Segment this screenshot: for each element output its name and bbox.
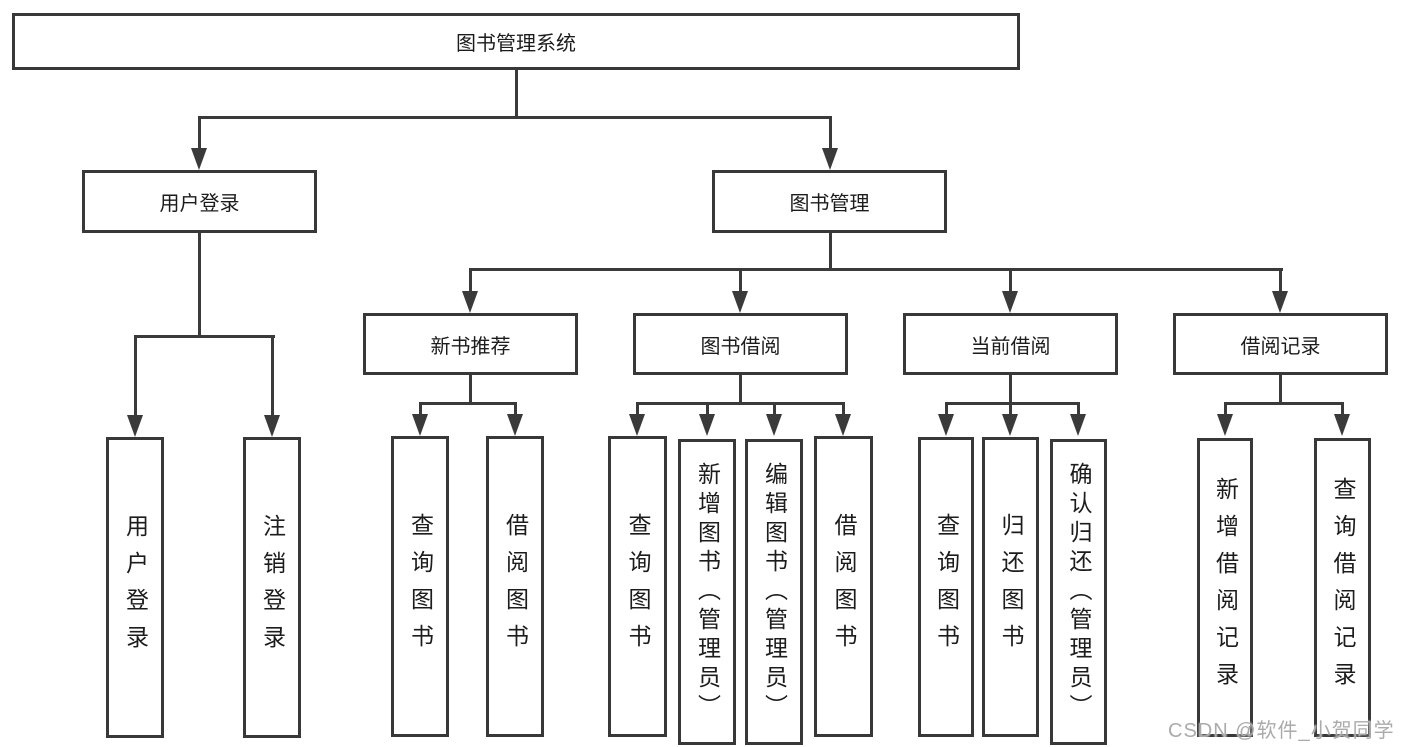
- connector-line: [739, 375, 742, 405]
- connector-line: [829, 233, 832, 270]
- arrow-down-icon: [699, 414, 715, 436]
- arrow-down-icon: [462, 291, 478, 313]
- node-book-management: 图书管理: [712, 170, 947, 233]
- arrow-down-icon: [191, 148, 207, 170]
- arrow-down-icon: [766, 414, 782, 436]
- connector-line: [469, 268, 472, 293]
- connector-line: [1009, 402, 1012, 416]
- arrow-down-icon: [629, 414, 645, 436]
- connector-line: [515, 70, 518, 118]
- connector-line: [945, 402, 1080, 405]
- leaf-logout: 注销登录: [243, 437, 301, 738]
- connector-line: [739, 268, 742, 293]
- connector-line: [198, 116, 201, 150]
- connector-line: [134, 335, 137, 417]
- leaf-nb-query-books: 查询图书: [391, 436, 449, 737]
- connector-line: [271, 335, 274, 417]
- arrow-down-icon: [1334, 414, 1350, 436]
- arrow-down-icon: [732, 291, 748, 313]
- connector-line: [1279, 375, 1282, 405]
- connector-line: [636, 402, 639, 416]
- arrow-down-icon: [1217, 414, 1233, 436]
- connector-line: [469, 268, 1283, 271]
- connector-line: [198, 233, 201, 337]
- watermark: CSDN @软件_小贺同学: [1168, 720, 1395, 742]
- connector-line: [1009, 268, 1012, 293]
- connector-line: [1279, 268, 1282, 293]
- node-root: 图书管理系统: [12, 13, 1020, 70]
- leaf-br-add-record: 新增借阅记录: [1197, 438, 1253, 737]
- connector-line: [636, 402, 845, 405]
- arrow-down-icon: [127, 415, 143, 437]
- connector-line: [1224, 402, 1344, 405]
- arrow-down-icon: [1272, 291, 1288, 313]
- connector-line: [1341, 402, 1344, 416]
- connector-line: [419, 402, 422, 416]
- connector-line: [469, 375, 472, 405]
- node-borrowing-records: 借阅记录: [1173, 313, 1388, 375]
- leaf-cb-return-books: 归还图书: [982, 437, 1039, 737]
- connector-line: [1077, 402, 1080, 416]
- connector-line: [198, 116, 832, 119]
- arrow-down-icon: [1070, 414, 1086, 436]
- arrow-down-icon: [264, 415, 280, 437]
- arrow-down-icon: [835, 414, 851, 436]
- arrow-down-icon: [507, 414, 523, 436]
- node-user-login: 用户登录: [82, 170, 317, 233]
- leaf-bb-borrow-books: 借阅图书: [814, 436, 873, 737]
- leaf-cb-query-books: 查询图书: [918, 437, 974, 737]
- arrow-down-icon: [822, 148, 838, 170]
- connector-line: [829, 116, 832, 150]
- node-current-borrowing: 当前借阅: [903, 313, 1118, 375]
- connector-line: [945, 402, 948, 416]
- arrow-down-icon: [1002, 414, 1018, 436]
- arrow-down-icon: [1002, 291, 1018, 313]
- leaf-bb-add-books-admin: 新增图书（管理员）: [678, 439, 736, 745]
- leaf-br-query-record: 查询借阅记录: [1314, 438, 1371, 737]
- arrow-down-icon: [938, 414, 954, 436]
- connector-line: [773, 402, 776, 416]
- connector-line: [842, 402, 845, 416]
- connector-line: [1224, 402, 1227, 416]
- node-book-borrowing: 图书借阅: [633, 313, 848, 375]
- leaf-bb-query-books: 查询图书: [608, 436, 667, 737]
- connector-line: [419, 402, 517, 405]
- connector-line: [706, 402, 709, 416]
- leaf-user-login: 用户登录: [106, 437, 164, 738]
- leaf-nb-borrow-books: 借阅图书: [486, 436, 544, 737]
- arrow-down-icon: [412, 414, 428, 436]
- leaf-bb-edit-books-admin: 编辑图书（管理员）: [745, 439, 803, 745]
- connector-line: [514, 402, 517, 416]
- connector-line: [134, 335, 275, 338]
- node-new-book-recommend: 新书推荐: [363, 313, 578, 375]
- leaf-cb-confirm-return-admin: 确认归还（管理员）: [1050, 439, 1107, 745]
- connector-line: [1009, 375, 1012, 405]
